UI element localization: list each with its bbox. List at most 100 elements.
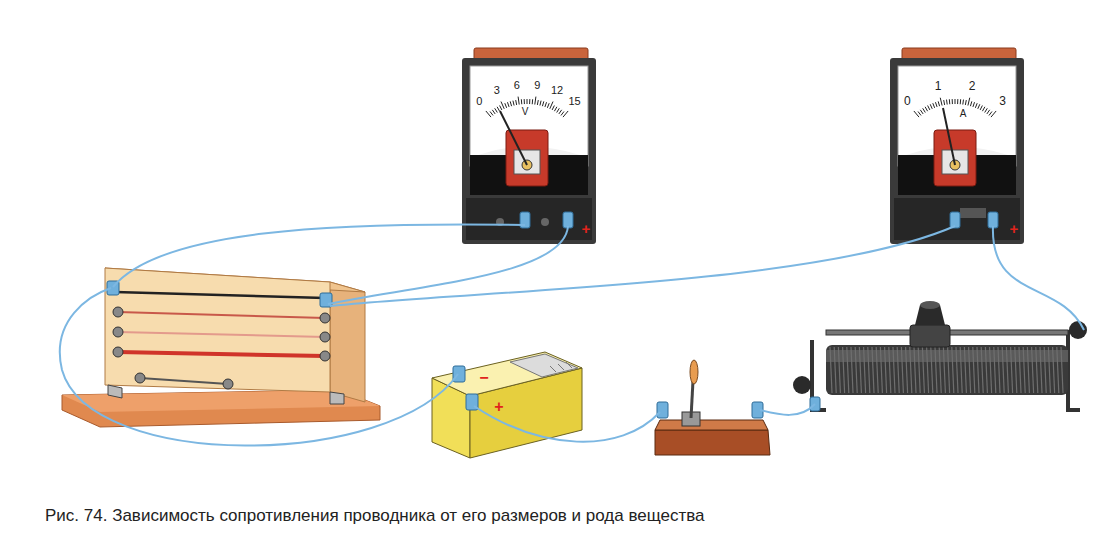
- conductor-board: [320, 313, 330, 323]
- coil-turn: [906, 347, 908, 393]
- scale-tick: [497, 107, 499, 111]
- coil-turn: [952, 347, 954, 393]
- coil-turn: [859, 347, 861, 393]
- voltmeter: [466, 198, 592, 240]
- voltmeter: [462, 48, 596, 244]
- scale-tick: [987, 110, 990, 114]
- conductor-board: [140, 378, 228, 384]
- scale-tick: [925, 107, 927, 111]
- scale-tick: [492, 110, 495, 114]
- power-supply: [432, 352, 582, 396]
- conductor-board: [105, 268, 330, 392]
- coil-turn: [1053, 347, 1055, 393]
- coil-turn: [1040, 347, 1042, 393]
- scale-ticks: [914, 98, 996, 117]
- conductor-board: [330, 392, 344, 404]
- scale-label: +: [582, 221, 591, 236]
- coil-turn: [977, 347, 979, 393]
- coil-turn: [956, 347, 958, 393]
- coil-turn: [1006, 347, 1008, 393]
- knife-switch: [690, 360, 698, 384]
- coil-turn: [973, 347, 975, 393]
- coil-turn: [834, 347, 836, 393]
- ammeter: [894, 198, 1020, 240]
- connecting-wire: [60, 224, 1084, 445]
- scale-tick: [968, 98, 970, 106]
- scale-tick: [552, 105, 554, 109]
- scale-tick: [980, 105, 982, 109]
- scale-tick: [535, 97, 536, 105]
- voltmeter: [563, 212, 573, 228]
- conductor-board: [118, 332, 325, 337]
- coil-turn: [1048, 347, 1050, 393]
- power-supply: [550, 366, 556, 372]
- coil-turn: [901, 347, 903, 393]
- coil-turn: [939, 347, 941, 393]
- coil-turn: [927, 347, 929, 393]
- conductor-board: [135, 373, 145, 383]
- ammeter: [890, 48, 1024, 244]
- coil-turn: [885, 347, 887, 393]
- scale-tick: [957, 99, 958, 104]
- coil-turn: [960, 347, 962, 393]
- connecting-wire: [60, 288, 458, 446]
- coil-turn: [889, 347, 891, 393]
- scale-tick: [978, 104, 980, 109]
- scale-label: 0: [476, 96, 482, 107]
- coil-turn: [914, 347, 916, 393]
- scale-tick: [513, 101, 514, 106]
- coil-turn: [893, 347, 895, 393]
- scale-label: 2: [969, 80, 976, 92]
- conductor-board: [113, 327, 123, 337]
- connecting-wire: [113, 224, 525, 287]
- scale-tick: [501, 102, 504, 109]
- connecting-wire: [993, 226, 1084, 330]
- scale-tick: [918, 111, 921, 115]
- scale-tick: [982, 107, 984, 111]
- voltmeter: [514, 150, 540, 174]
- scale-label: V: [522, 107, 529, 117]
- scale-tick: [930, 104, 932, 109]
- rheostat: [910, 325, 950, 347]
- coil-turn: [876, 347, 878, 393]
- rheostat: [1068, 330, 1080, 410]
- conductor-board: [320, 293, 332, 307]
- conductor-board: [113, 307, 123, 317]
- scale-tick: [955, 99, 956, 104]
- coil-turn: [981, 347, 983, 393]
- scale-tick: [946, 100, 948, 105]
- scale-tick: [505, 103, 507, 108]
- voltmeter: [462, 58, 596, 244]
- scale-tick: [559, 110, 562, 114]
- coil-turn: [948, 347, 950, 393]
- scale-tick: [550, 102, 553, 109]
- conductor-board: [113, 347, 123, 357]
- scale-tick: [943, 100, 945, 105]
- scale-tick: [923, 108, 926, 112]
- power-supply: −+: [430, 345, 585, 460]
- voltmeter: [506, 130, 548, 186]
- scale-tick: [557, 108, 560, 112]
- scale-tick: [500, 105, 502, 109]
- scale-tick: [960, 99, 961, 104]
- coil-turn: [1002, 347, 1004, 393]
- ammeter: [934, 130, 976, 186]
- conductor-board: [118, 352, 325, 356]
- scale-label: 12: [551, 85, 563, 96]
- coil-turn: [1011, 347, 1013, 393]
- coil-turn: [872, 347, 874, 393]
- coil-turn: [830, 347, 832, 393]
- scale-label: 9: [534, 79, 540, 90]
- rheostat: [793, 376, 811, 394]
- coil-turn: [1019, 347, 1021, 393]
- scale-label: 1: [935, 80, 942, 92]
- knife-switch: [657, 402, 668, 418]
- scale-tick: [542, 101, 543, 106]
- scale-tick: [991, 111, 996, 117]
- terminal-sign: −: [479, 370, 488, 386]
- scale-tick: [547, 103, 549, 108]
- voltmeter: [500, 111, 527, 165]
- scale-tick: [510, 101, 511, 106]
- scale-tick: [532, 99, 533, 104]
